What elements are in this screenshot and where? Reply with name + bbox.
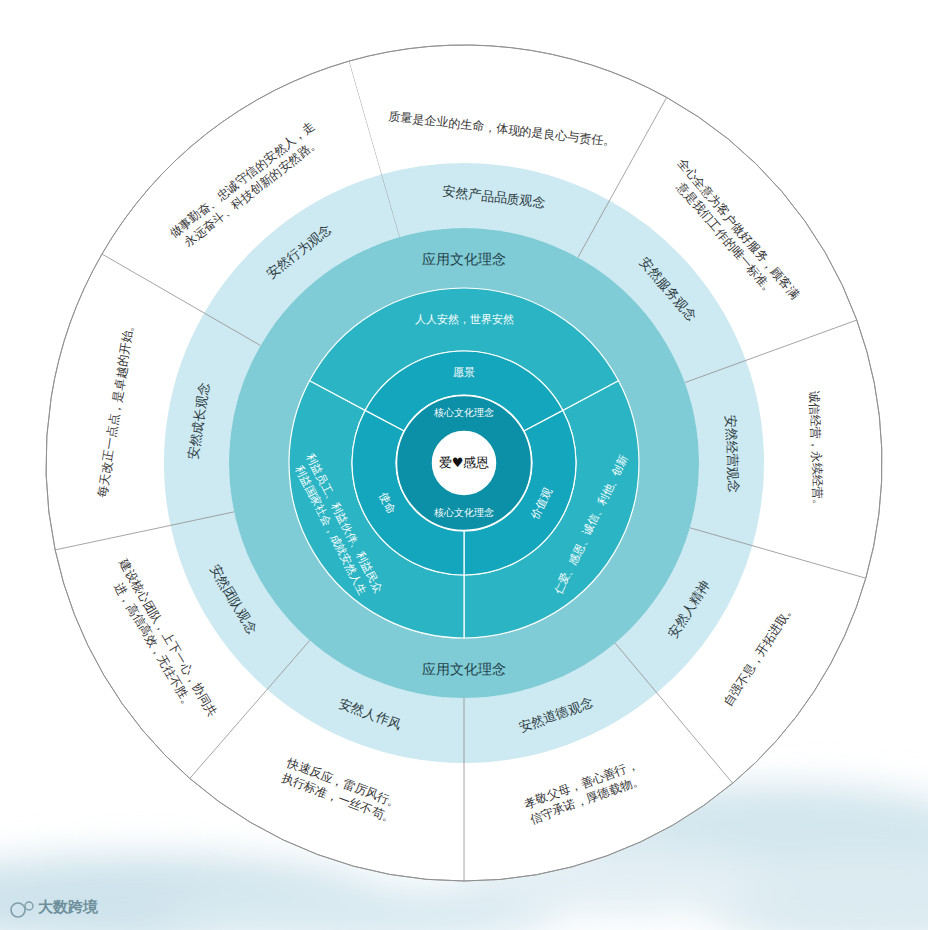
applied-ring: 愿景人人安然，世界安然价值观仁爱、感恩、诚信、利他、创新使命利益员工、利益伙伴、…: [229, 228, 699, 698]
core-ring: 爱♥感恩核心文化理念核心文化理念: [396, 395, 532, 531]
core-title: 核心文化理念: [434, 406, 494, 420]
ring-title: 应用文化理念: [422, 250, 506, 269]
core-title: 核心文化理念: [434, 506, 494, 520]
ring-title: 应用文化理念: [422, 660, 506, 679]
center-circle: 爱♥感恩: [432, 431, 496, 495]
sector-label: 愿景: [453, 366, 475, 381]
watermark-logo: [11, 902, 33, 917]
center-motto: 爱♥感恩: [439, 454, 490, 472]
concept-name: 安然经营观念: [722, 414, 742, 493]
sector-statement: 人人安然，世界安然: [415, 313, 514, 328]
watermark: 大数跨境: [38, 898, 98, 917]
